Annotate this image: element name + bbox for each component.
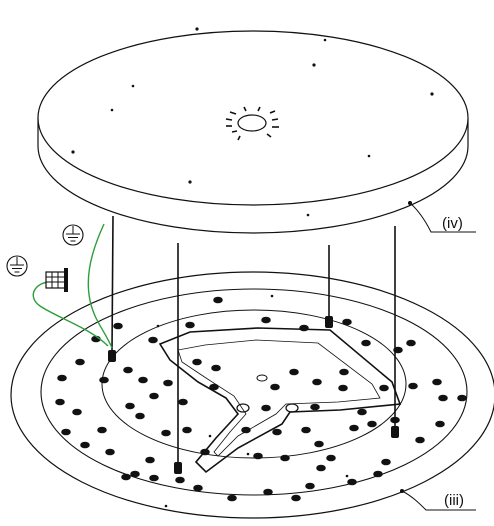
base-plate (10, 271, 494, 519)
mounting-bracket (158, 327, 402, 474)
wire-anchors (108, 316, 399, 474)
callout-label-cover: (iv) (442, 215, 463, 232)
earth-ground-icon (6, 255, 28, 277)
base-mounting-nuts (55, 296, 467, 502)
top-cover-disc (37, 27, 469, 234)
suspension-wires (111, 215, 396, 466)
ground-wires (32, 223, 113, 349)
cover-top-face (37, 30, 469, 206)
callout-base: (iii) (400, 489, 476, 511)
cover-center-hole (225, 106, 279, 141)
cover-screw-holes (71, 27, 434, 217)
callout-label-base: (iii) (444, 492, 464, 509)
bracket-center-hole (236, 403, 250, 413)
base-inner-edge (40, 288, 468, 496)
terminal-block-icon (45, 268, 68, 292)
base-outer-edge (10, 271, 494, 519)
earth-ground-icon (62, 224, 84, 246)
base-inner-ring (101, 309, 407, 459)
callout-cover: (iv) (408, 201, 476, 233)
